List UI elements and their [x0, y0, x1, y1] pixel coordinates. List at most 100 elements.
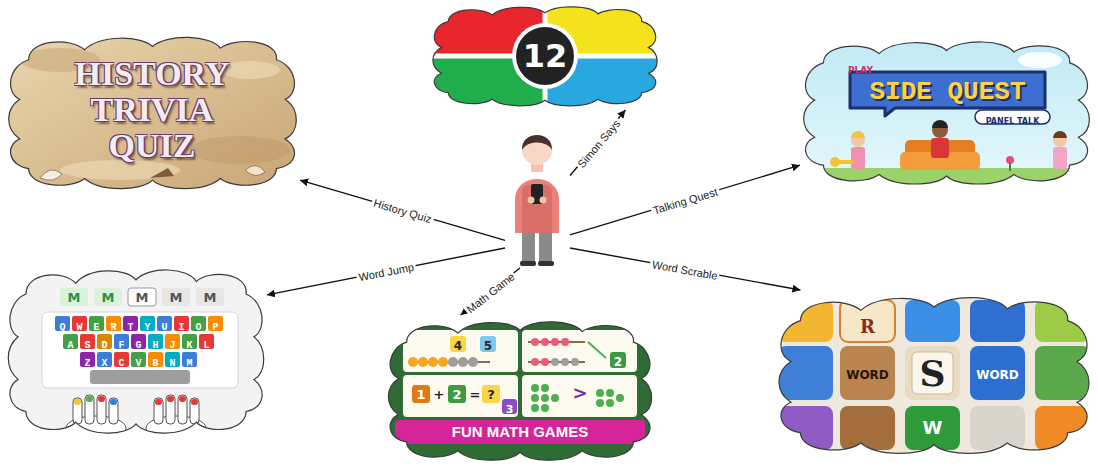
- typing-picture: [98, 396, 105, 402]
- math-picture: [438, 357, 448, 367]
- player-figure-drawing: [538, 261, 554, 266]
- simon-cloud: 12: [430, 2, 660, 110]
- word-picture: [905, 406, 960, 450]
- player-figure-drawing: [522, 184, 552, 233]
- math-picture: [531, 404, 539, 412]
- simon-board: [512, 23, 578, 89]
- player-figure-drawing: [515, 179, 559, 233]
- quest-scene: [839, 160, 853, 164]
- word-picture: [970, 346, 1025, 400]
- math-picture: [561, 338, 569, 346]
- player-figure-drawing: [539, 233, 552, 263]
- edge-label-slot: History Quiz: [369, 193, 435, 228]
- edge-label-slot: Word Jump: [355, 257, 417, 286]
- sand-picture: [150, 168, 174, 178]
- cloud-outline: [800, 35, 1093, 190]
- edge-label: Talking Quest: [650, 185, 721, 218]
- player-figure-drawing: [540, 197, 547, 204]
- typing-picture: [94, 288, 122, 306]
- typing-picture: [90, 370, 190, 384]
- typing-picture: [42, 312, 238, 388]
- key-row-letters: QWERTYUIOP: [60, 320, 230, 335]
- text-slot: 4: [450, 336, 466, 354]
- math-operator: =: [470, 386, 481, 404]
- edge-label-slot: Word Scrable: [649, 254, 722, 284]
- text-slot: +: [432, 385, 446, 404]
- text-slot: M: [60, 288, 88, 307]
- math-picture: [561, 358, 569, 366]
- quest-scene: [800, 35, 1093, 190]
- math-picture: [408, 357, 418, 367]
- sand-picture: [5, 30, 300, 195]
- typing-picture: [191, 399, 198, 405]
- sand-picture: [40, 170, 62, 180]
- key-row-letters: ASDFGHJKL: [68, 338, 221, 353]
- math-picture: [531, 338, 539, 346]
- math-picture: [606, 389, 614, 397]
- app-icon-text: WORD: [846, 367, 889, 383]
- banner-text: FUN MATH GAMES: [452, 420, 588, 444]
- typing-picture: [86, 396, 93, 402]
- typing-picture: [5, 262, 267, 440]
- sand-picture: [5, 30, 300, 195]
- word-picture: [775, 290, 1093, 460]
- typing-picture: [155, 399, 162, 405]
- number-tile: 2: [614, 354, 622, 370]
- math-operator: >: [572, 383, 587, 403]
- text-slot: PLAY: [848, 59, 888, 77]
- player-figure-drawing: [515, 135, 559, 266]
- quest-scene: [932, 120, 948, 128]
- key-row-letters: ZXCVBNM: [85, 356, 204, 371]
- typing-picture: [167, 396, 174, 402]
- math-picture: [418, 357, 428, 367]
- math-picture: [551, 394, 559, 402]
- word-picture: [1035, 406, 1090, 450]
- math-picture: [596, 389, 604, 397]
- math-picture: [571, 358, 579, 366]
- math-picture: [531, 358, 539, 366]
- letter-key: M: [68, 289, 81, 307]
- edge-label-slot: Math Game: [461, 265, 520, 317]
- math-picture: [606, 399, 614, 407]
- text-slot: M: [162, 288, 190, 307]
- math-picture: [448, 357, 458, 367]
- math-picture: [541, 384, 549, 392]
- typing-picture: [97, 395, 106, 424]
- typing-picture: [109, 398, 118, 424]
- typing-picture: [74, 399, 81, 405]
- word-picture: [840, 346, 895, 400]
- typing-picture: [178, 395, 187, 424]
- quest-scene: [931, 138, 949, 158]
- math-picture: [551, 358, 559, 366]
- cloud-outline: [433, 7, 657, 106]
- text-slot: ZXCVBNM: [85, 352, 235, 371]
- typing-picture: [110, 399, 117, 405]
- math-picture: [412, 385, 430, 403]
- edge-label-slot: Talking Quest: [649, 181, 722, 219]
- text-slot: 2: [448, 385, 466, 404]
- text-slot: =: [468, 385, 482, 404]
- text-slot: HISTORY TRIVIA QUIZ: [57, 56, 247, 164]
- math-picture: [395, 420, 645, 444]
- edge-label: Word Scrable: [649, 258, 721, 283]
- text-slot: ?: [482, 385, 500, 404]
- letter-key: M: [204, 289, 217, 307]
- edge-label-slot: Simon Says: [571, 113, 625, 172]
- math-picture: [531, 384, 539, 392]
- edge-label: Word Jump: [356, 261, 417, 285]
- math-picture: [541, 394, 549, 402]
- subtitle-tag: PANEL TALK: [986, 115, 1040, 129]
- quest-scene: [851, 147, 865, 169]
- math-picture: [588, 342, 606, 358]
- text-slot: M: [94, 288, 122, 307]
- arrow-connector: [267, 248, 505, 295]
- quest-scene: [1006, 156, 1014, 164]
- math-picture: [428, 357, 438, 367]
- quest-scene: [1053, 147, 1067, 169]
- text-slot: >: [572, 383, 588, 403]
- math-picture: [616, 394, 624, 402]
- word-cloud: RWORDSWORDW: [775, 290, 1093, 460]
- cloud-outline: [9, 37, 297, 188]
- quest-scene: [800, 168, 1093, 190]
